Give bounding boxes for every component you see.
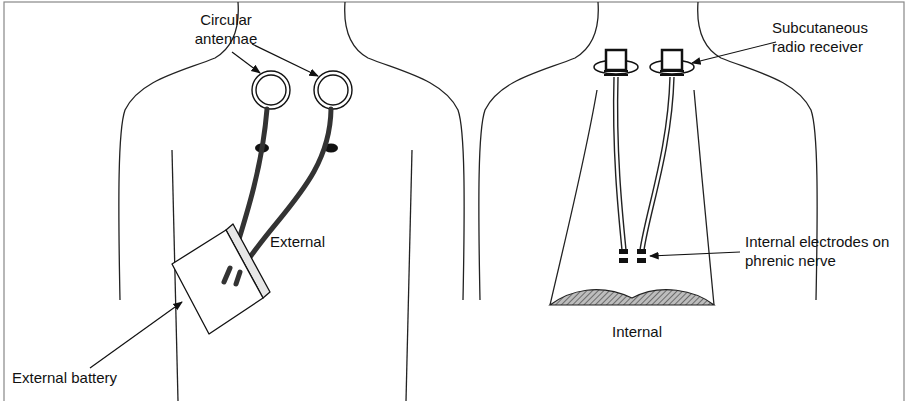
antenna-cable — [224, 268, 240, 284]
frame — [4, 2, 904, 401]
radio-receiver — [594, 50, 694, 75]
external-battery — [172, 224, 270, 334]
part-label: Subcutaneous radio receiver — [772, 18, 897, 56]
part-label: Internal electrodes on phrenic nerve — [745, 232, 895, 270]
diaphragm — [550, 290, 714, 305]
part-label: Circular antennae — [170, 10, 282, 48]
view-label: Internal — [612, 322, 702, 341]
part-label: External battery — [12, 368, 162, 387]
electrode-wire — [614, 77, 674, 250]
leader-line — [90, 42, 776, 368]
electrode — [619, 249, 646, 263]
antenna — [252, 71, 352, 109]
torso-outline — [119, 2, 464, 401]
view-label: External — [270, 232, 360, 251]
